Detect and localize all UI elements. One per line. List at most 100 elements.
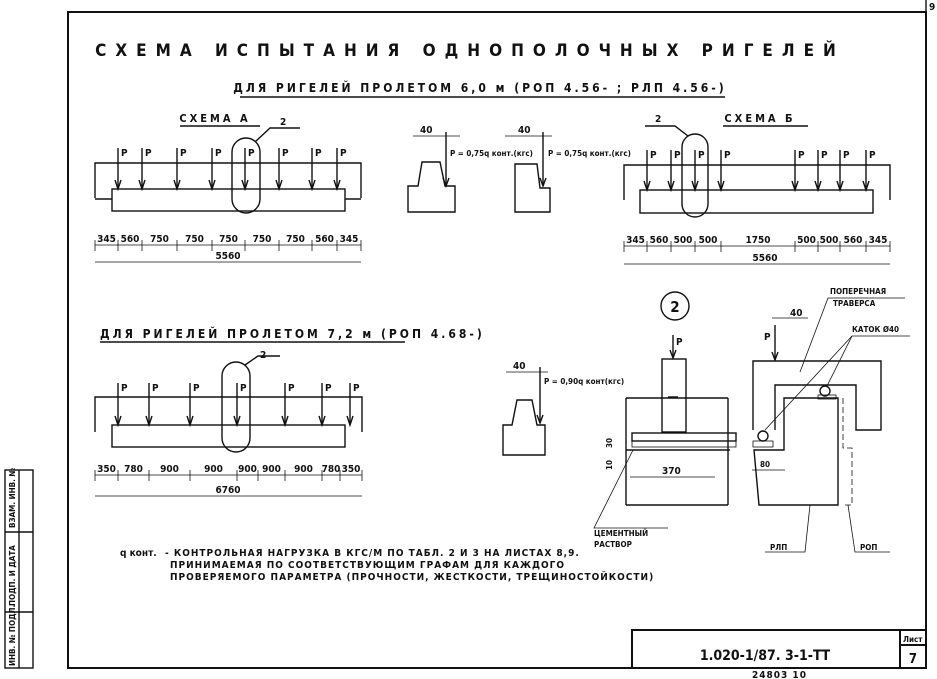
- dimension-value: 500: [797, 235, 816, 246]
- dimension-value: 750: [150, 234, 169, 245]
- load-formula-a: P = 0,75q конт.(кгс): [450, 149, 533, 158]
- arrow-head-icon: [186, 415, 194, 428]
- stamp-replace-inv: ВЗАМ. ИНВ. №: [8, 468, 17, 528]
- archive-number: 24803 10: [752, 670, 807, 679]
- arrow-head-icon: [138, 179, 146, 192]
- dimension-value: 900: [294, 464, 313, 475]
- dim-40: 40: [790, 308, 803, 319]
- load-label-p: P: [674, 150, 681, 161]
- load-label-p: P: [650, 150, 657, 161]
- load-label-p: P: [215, 148, 222, 159]
- note-line-3: ПРОВЕРЯЕМОГО ПАРАМЕТРА (ПРОЧНОСТИ, ЖЕСТК…: [170, 570, 654, 583]
- load-label-p: P: [843, 150, 850, 161]
- sheet-label: Лист: [903, 635, 923, 644]
- dimension-value: 900: [238, 464, 257, 475]
- arrow-head-icon: [233, 415, 241, 428]
- arrow-head-icon: [791, 180, 799, 193]
- load-label-p: P: [821, 150, 828, 161]
- callout-2-b: 2: [655, 114, 661, 125]
- arrow-head-icon: [173, 179, 181, 192]
- dimension-value: 900: [262, 464, 281, 475]
- arrow-head-icon: [667, 180, 675, 193]
- arrow-head-icon: [114, 415, 122, 428]
- arrow-head-icon: [814, 180, 822, 193]
- sheet-frame: 9: [67, 0, 935, 669]
- dimension-value: 900: [204, 464, 223, 475]
- detail-load-p: P: [676, 337, 683, 348]
- scheme-a-label: СХЕМА А: [179, 112, 250, 125]
- dim-10: 10: [605, 460, 614, 470]
- load-label-p: P: [869, 150, 876, 161]
- note-line-2: ПРИНИМАЕМАЯ ПО СООТВЕТСТВУЮЩИМ ГРАФАМ ДЛ…: [170, 560, 565, 571]
- load-label-p: P: [248, 148, 255, 159]
- load-label-p: P: [325, 383, 332, 394]
- load-label-p: P: [340, 148, 347, 159]
- arrow-head-icon: [208, 179, 216, 192]
- rop-label: РОП: [860, 543, 877, 552]
- section-090: 40 P = 0,90q конт(кгс): [502, 361, 624, 456]
- detail-number: 2: [670, 298, 679, 316]
- load-label-p: P: [152, 383, 159, 394]
- arrow-head-icon: [643, 180, 651, 193]
- stamp-inv-no: ИНВ. № ПОДЛ.: [8, 605, 17, 666]
- dimension-value: 350: [97, 464, 116, 475]
- dimension-value: 500: [820, 235, 839, 246]
- dimension-value: 560: [121, 234, 140, 245]
- load-label-p: P: [121, 383, 128, 394]
- sheet-number: 7: [909, 652, 917, 667]
- dimension-value: 750: [219, 234, 238, 245]
- callout-2-c: 2: [260, 350, 266, 361]
- section-075-b: 40 P = 0,75q конт.(кгс): [505, 125, 631, 213]
- side-stamp: ИНВ. № ПОДЛ. ПОДП. И ДАТА ВЗАМ. ИНВ. №: [4, 468, 34, 669]
- subtitle-6m: ДЛЯ РИГЕЛЕЙ ПРОЛЕТОМ 6,0 м (РОП 4.56- ; …: [233, 80, 726, 95]
- cross-beam-label-2: ТРАВЕРСА: [833, 299, 876, 308]
- callout-2: 2: [280, 117, 286, 128]
- section-offset-c: 40: [513, 361, 526, 372]
- arrow-head-icon: [691, 180, 699, 193]
- load-label-p: P: [282, 148, 289, 159]
- arrow-head-icon: [275, 179, 283, 192]
- load-label-p: P: [240, 383, 247, 394]
- arrow-head-icon: [717, 180, 725, 193]
- rlp-label: РЛП: [770, 543, 787, 552]
- load-formula-c: P = 0,90q конт(кгс): [544, 377, 624, 386]
- arrow-head-icon: [145, 415, 153, 428]
- load-label-p: P: [288, 383, 295, 394]
- mortar-label-2: РАСТВОР: [594, 540, 632, 549]
- note: q конт. - КОНТРОЛЬНАЯ НАГРУЗКА В КГС/М П…: [120, 548, 654, 583]
- arrow-head-icon: [346, 415, 354, 428]
- scheme-b-label: СХЕМА Б: [724, 112, 795, 125]
- arrow-head-icon: [318, 415, 326, 428]
- dim-30: 30: [605, 438, 614, 448]
- dimension-value: 345: [97, 234, 116, 245]
- dimension-value: 345: [869, 235, 888, 246]
- load-label-p: P: [698, 150, 705, 161]
- scheme-72-total: 6760: [215, 485, 240, 496]
- arrow-head-icon: [333, 179, 341, 192]
- section-offset-a: 40: [420, 125, 433, 136]
- load-label-p: P: [353, 383, 360, 394]
- dimension-value: 900: [160, 464, 179, 475]
- section-offset-b: 40: [518, 125, 531, 136]
- arrow-head-icon: [308, 179, 316, 192]
- dimension-value: 780: [124, 464, 143, 475]
- dim-370: 370: [662, 466, 681, 477]
- dimension-value: 560: [650, 235, 669, 246]
- drawing-title: СХЕМА ИСПЫТАНИЯ ОДНОПОЛОЧНЫХ РИГЕЛЕЙ: [95, 39, 845, 61]
- load-label-p: P: [180, 148, 187, 159]
- traverse-load-p: P: [764, 332, 771, 343]
- dimension-value: 750: [185, 234, 204, 245]
- dimension-value: 750: [253, 234, 272, 245]
- dimension-value: 1750: [745, 235, 770, 246]
- arrow-head-icon: [241, 179, 249, 192]
- detail-2: 2 P 10 30 370 ЦЕМЕНТНЫЙ РАСТВОР P 40 80 …: [593, 287, 910, 553]
- load-formula-b: P = 0,75q конт.(кгс): [548, 149, 631, 158]
- arrow-head-icon: [862, 180, 870, 193]
- arrow-head-icon: [281, 415, 289, 428]
- dimension-value: 350: [342, 464, 361, 475]
- dimension-value: 560: [844, 235, 863, 246]
